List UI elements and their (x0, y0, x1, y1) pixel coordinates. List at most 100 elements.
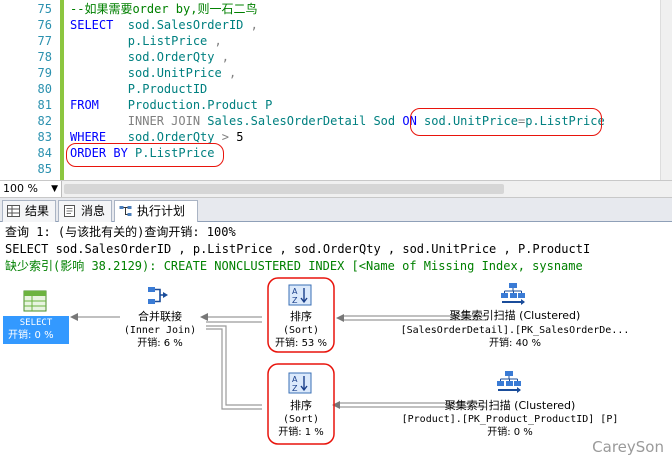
results-tab-bar: 结果 消息 执行计划 (0, 198, 672, 223)
sort2-cost: 开销: 1 % (278, 427, 324, 438)
code-token: 5 (236, 130, 244, 144)
scan2-name: 聚集索引扫描 (Clustered) (444, 399, 576, 412)
code-token (70, 66, 128, 80)
line-number: 85 (37, 162, 52, 176)
editor-vertical-scrollbar[interactable] (660, 0, 672, 180)
select-icon[interactable] (23, 290, 47, 312)
line-number: 77 (37, 34, 52, 48)
code-token: , (221, 66, 237, 80)
line-number: 79 (37, 66, 52, 80)
merge-join-icon[interactable] (146, 284, 170, 308)
tab-execution-plan-label: 执行计划 (137, 204, 186, 218)
line-number: 80 (37, 82, 52, 96)
line-number: 75 (37, 2, 52, 16)
code-text: FROM Production.Product P (70, 97, 272, 113)
line-number: 76 (37, 18, 52, 32)
code-text: SELECT sod.SalesOrderID , (70, 17, 258, 33)
watermark: CareySon (592, 438, 664, 456)
svg-text:A: A (292, 287, 298, 296)
svg-text:Z: Z (292, 384, 298, 393)
code-token: p.ListPrice (127, 34, 208, 48)
sort1-cost: 开销: 53 % (275, 338, 327, 349)
code-token: Sales.SalesOrderDetail Sod (207, 114, 403, 128)
tab-results[interactable]: 结果 (2, 200, 56, 222)
code-text: P.ProductID (70, 81, 207, 97)
scan1-cost: 开销: 40 % (489, 338, 541, 349)
code-token: SELECT (70, 18, 128, 32)
scan1-object: [SalesOrderDetail].[PK_SalesOrderDe... (400, 325, 630, 336)
sql-editor[interactable]: 75 --如果需要order by,则一石二鸟 76 SELECT sod.Sales… (0, 0, 672, 180)
execution-plan-pane[interactable] (0, 222, 672, 464)
tab-results-label: 结果 (25, 204, 50, 218)
editor-horizontal-scrollbar[interactable] (64, 184, 504, 194)
select-node-cost: 开销: 0 % (8, 330, 54, 341)
message-icon (64, 205, 75, 217)
query-cost-header: 查询 1: (与该批有关的)查询开销: 100% (5, 225, 236, 239)
grid-icon (7, 205, 20, 217)
chevron-down-icon[interactable]: ▼ (51, 184, 58, 194)
code-token: P.ListPrice (135, 146, 215, 160)
code-token: = (517, 114, 526, 128)
code-token: p.ListPrice (525, 114, 605, 128)
code-token: ON (402, 114, 425, 128)
code-token (70, 82, 128, 96)
code-token: P.ProductID (127, 82, 208, 96)
code-text: WHERE sod.OrderQty > 5 (70, 129, 243, 145)
clustered-index-scan-icon[interactable] (500, 282, 526, 306)
code-text: --如果需要order by,则一石二鸟 (70, 1, 257, 17)
code-token: --如果需要order by,则一石二鸟 (70, 2, 258, 16)
zoom-dropdown[interactable]: 100 % ▼ (0, 181, 62, 197)
sort2-subtype: (Sort) (282, 414, 320, 425)
query-text: SELECT sod.SalesOrderID , p.ListPrice , … (5, 242, 591, 256)
select-node[interactable]: SELECT 开销: 0 % (3, 316, 69, 344)
code-token: ORDER BY (70, 146, 136, 160)
code-token (70, 50, 128, 64)
svg-text:A: A (292, 375, 298, 384)
line-number: 84 (37, 146, 52, 160)
code-token (70, 114, 128, 128)
line-number: 83 (37, 130, 52, 144)
line-number: 81 (37, 98, 52, 112)
execution-plan-icon (119, 206, 132, 216)
sort-icon[interactable]: A Z (288, 372, 312, 394)
line-number: 78 (37, 50, 52, 64)
code-text: sod.OrderQty , (70, 49, 229, 65)
select-node-name: SELECT (19, 318, 53, 328)
change-tracking-margin (60, 0, 64, 180)
code-token: WHERE (70, 130, 128, 144)
tab-messages[interactable]: 消息 (58, 200, 112, 222)
code-text: sod.UnitPrice , (70, 65, 236, 81)
code-token (70, 34, 128, 48)
tab-execution-plan[interactable]: 执行计划 (114, 200, 198, 223)
line-number-gutter (0, 0, 56, 180)
tab-messages-label: 消息 (81, 204, 106, 218)
line-number: 82 (37, 114, 52, 128)
clustered-index-scan-icon[interactable] (496, 370, 522, 394)
code-text: INNER JOIN Sales.SalesOrderDetail Sod ON… (70, 113, 605, 129)
merge-join-name: 合并联接 (138, 310, 182, 323)
zoom-value: 100 % (3, 182, 38, 195)
sort2-name: 排序 (290, 399, 312, 412)
sort1-name: 排序 (290, 310, 312, 323)
editor-status-bar: 100 % ▼ (0, 180, 672, 198)
scan2-cost: 开销: 0 % (487, 427, 533, 438)
code-token: Production.Product P (127, 98, 273, 112)
code-token: > (214, 130, 237, 144)
sort1-subtype: (Sort) (282, 325, 320, 336)
code-text: p.ListPrice , (70, 33, 222, 49)
code-token: , (243, 18, 258, 32)
code-token: sod.OrderQty (127, 130, 215, 144)
code-token: sod.OrderQty (127, 50, 215, 64)
scan1-name: 聚集索引扫描 (Clustered) (449, 309, 581, 322)
code-token: , (214, 50, 229, 64)
missing-index-hint[interactable]: 缺少索引(影响 38.2129): CREATE NONCLUSTERED IN… (5, 259, 583, 273)
code-token: sod.SalesOrderID (127, 18, 244, 32)
code-token: , (207, 34, 222, 48)
merge-join-cost: 开销: 6 % (137, 338, 183, 349)
scan2-object: [Product].[PK_Product_ProductID] [P] (401, 414, 619, 425)
code-token: INNER JOIN (127, 114, 208, 128)
code-token: FROM (70, 98, 128, 112)
code-text: ORDER BY P.ListPrice (70, 145, 215, 161)
sort-icon[interactable]: A Z (288, 284, 312, 306)
code-token: sod.UnitPrice (424, 114, 518, 128)
